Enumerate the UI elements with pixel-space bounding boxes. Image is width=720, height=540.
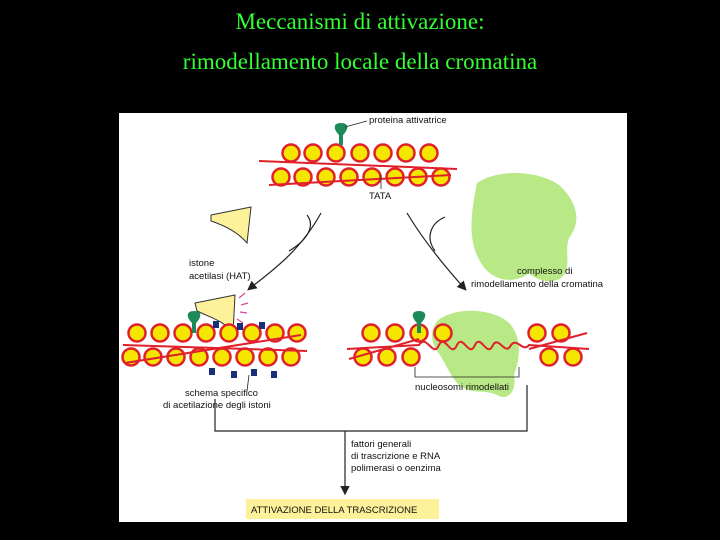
nucleosome — [551, 323, 571, 343]
nucleosome — [401, 347, 421, 367]
nucleosome — [527, 323, 547, 343]
dna-strand-right — [346, 340, 590, 351]
nucleosome — [265, 323, 285, 343]
activator-protein-left — [187, 311, 201, 333]
nucleosome — [212, 347, 232, 367]
label-factors-3: polimerasi o oenzima — [351, 463, 441, 474]
label-factors-2: di trascrizione e RNA — [351, 451, 441, 462]
arrow-remodel-curl — [429, 216, 446, 252]
nucleosome-array-remodeled — [353, 323, 583, 367]
hat-activity-marks — [236, 292, 249, 324]
activator-protein-right — [412, 311, 426, 333]
activator-protein-top — [334, 123, 348, 145]
nucleosome — [196, 323, 216, 343]
dna-strand-left-2 — [124, 334, 302, 364]
label-acetyl-1: schema specifico — [185, 388, 258, 399]
label-remodeled: nucleosomi rimodellati — [415, 382, 509, 393]
remodeling-complex-shape — [471, 173, 577, 282]
label-hat-1: istone — [189, 258, 214, 269]
merge-lines — [214, 385, 528, 432]
nucleosome — [303, 143, 323, 163]
acetyl-pointer — [246, 374, 250, 392]
nucleosome — [350, 143, 370, 163]
label-tata: TATA — [369, 191, 392, 202]
activator-pointer — [344, 120, 368, 128]
nucleosome — [419, 143, 439, 163]
acetyl-marks — [209, 321, 277, 378]
arrow-to-remodel — [406, 212, 467, 291]
nucleosome — [385, 323, 405, 343]
nucleosome — [235, 347, 255, 367]
nucleosome — [281, 143, 301, 163]
dna-strand-top — [258, 160, 458, 170]
diagram-panel: proteina attivatrice TATA istone acetila… — [119, 113, 627, 522]
nucleosome — [281, 347, 301, 367]
label-activator: proteina attivatrice — [369, 115, 447, 126]
nucleosome — [173, 323, 193, 343]
label-activation: ATTIVAZIONE DELLA TRASCRIZIONE — [251, 505, 417, 516]
nucleosome — [326, 143, 346, 163]
dna-strand-top-2 — [268, 174, 452, 186]
label-acetyl-2: di acetilazione degli istoni — [163, 400, 271, 411]
label-remodel-2: rimodellamento della cromatina — [471, 279, 604, 290]
activation-box — [246, 499, 439, 519]
label-hat-2: acetilasi (HAT) — [189, 271, 251, 282]
nucleosome — [362, 167, 382, 187]
nucleosome — [563, 347, 583, 367]
nucleosome — [361, 323, 381, 343]
title-line-1: Meccanismi di attivazione: — [235, 9, 485, 34]
nucleosome — [242, 323, 262, 343]
dna-strand-right-2 — [348, 332, 588, 360]
remodeled-bracket — [414, 367, 520, 378]
nucleosome — [127, 323, 147, 343]
nucleosome — [373, 143, 393, 163]
nucleosome — [150, 323, 170, 343]
arrow-to-hat — [247, 212, 322, 291]
label-factors-1: fattori generali — [351, 439, 411, 450]
nucleosome — [293, 167, 313, 187]
arrow-hat-curl — [288, 214, 311, 252]
nucleosome — [396, 143, 416, 163]
nucleosome — [431, 167, 451, 187]
nucleosome — [377, 347, 397, 367]
nucleosome — [339, 167, 359, 187]
title-line-2: rimodellamento locale della cromatina — [182, 49, 538, 74]
nucleosome — [271, 167, 291, 187]
hat-enzyme-shape — [210, 206, 252, 245]
nucleosome — [219, 323, 239, 343]
remodeling-complex-on-dna — [432, 310, 519, 397]
label-remodel-1: complesso di — [517, 266, 572, 277]
chromatin-diagram: proteina attivatrice TATA istone acetila… — [121, 115, 604, 519]
nucleosome — [539, 347, 559, 367]
nucleosome — [258, 347, 278, 367]
nucleosome — [166, 347, 186, 367]
nucleosome — [287, 323, 307, 343]
nucleosome — [433, 323, 453, 343]
